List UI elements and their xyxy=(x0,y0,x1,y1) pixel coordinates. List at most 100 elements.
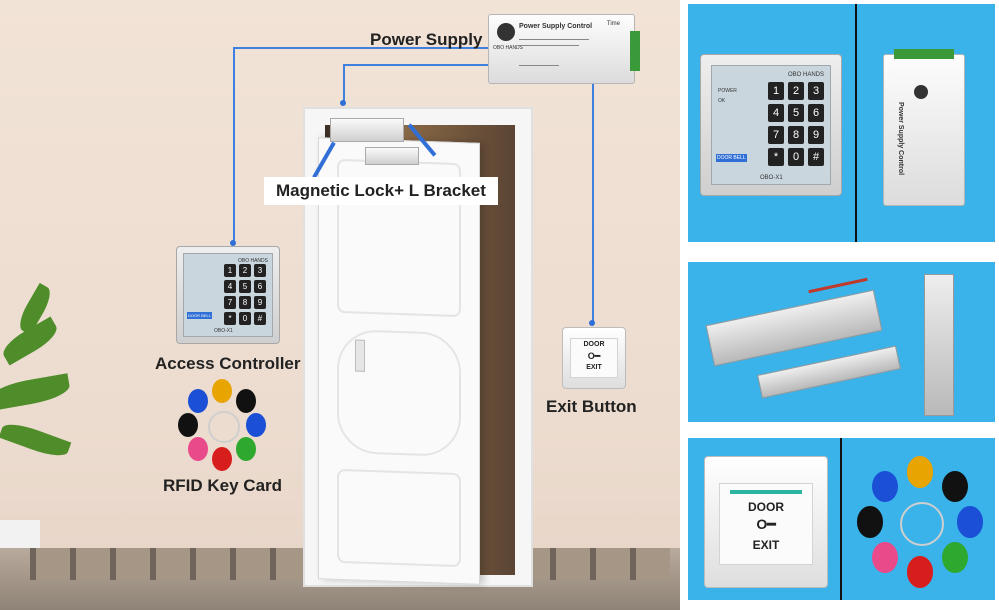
wire-exit xyxy=(592,82,594,324)
power-indicator: POWER xyxy=(718,88,737,94)
psu-title: Power Supply Control xyxy=(519,23,593,30)
panel-divider xyxy=(855,4,857,242)
rfid-fob xyxy=(187,437,208,462)
doorbell-label: DOOR BELL xyxy=(716,154,747,162)
rfid-fob xyxy=(871,541,898,573)
keypad-model: OBO-X1 xyxy=(760,175,783,181)
exit-door-text: DOOR xyxy=(748,500,784,514)
keypad-key: 8 xyxy=(788,126,804,144)
psu-logo xyxy=(914,85,928,99)
l-bracket-closeup xyxy=(924,274,954,416)
rfid-fob xyxy=(907,456,933,488)
rfid-fob xyxy=(942,541,969,573)
psu-time: Time xyxy=(606,21,620,27)
keypad-brand: OBO HANDS xyxy=(237,258,268,264)
keypad-key: 1 xyxy=(768,82,784,100)
psu-text-line xyxy=(519,39,589,40)
rfid-fob xyxy=(236,388,257,413)
magnetic-lock-panel xyxy=(688,262,995,422)
armature-plate xyxy=(365,147,419,165)
power-supply-unit: Power Supply Control OBO HANDS Time xyxy=(488,14,640,84)
keypad-key: 3 xyxy=(254,264,266,277)
keypad-key: 5 xyxy=(239,280,251,293)
plant-leaf xyxy=(0,373,72,411)
psu-title: Power Supply Control xyxy=(897,101,905,176)
access-controller-label: Access Controller xyxy=(155,354,301,373)
keypad-key: 4 xyxy=(768,104,784,122)
keypad-key: 7 xyxy=(768,126,784,144)
rfid-fob xyxy=(178,413,198,437)
exit-door-text: DOOR xyxy=(583,341,605,348)
door-panel xyxy=(337,468,461,568)
armature-plate-closeup xyxy=(757,345,901,399)
power-supply-label: Power Supply xyxy=(370,30,483,49)
keypad-key: * xyxy=(768,148,784,166)
rfid-fob xyxy=(212,379,232,403)
keypad-key: # xyxy=(254,312,266,325)
keypad-key: * xyxy=(224,312,236,325)
key-icon: O━ xyxy=(756,516,776,532)
panel-divider xyxy=(840,438,842,600)
rfid-fob xyxy=(236,437,257,462)
rfid-key-card-label: RFID Key Card xyxy=(163,476,283,495)
psu-brand: OBO HANDS xyxy=(493,45,524,51)
keypad-model: OBO-X1 xyxy=(214,328,233,334)
exit-button-face: DOOR O━ EXIT xyxy=(570,338,618,378)
ok-indicator: OK xyxy=(718,98,726,104)
rfid-fob xyxy=(942,471,969,503)
keypad-key: 3 xyxy=(808,82,824,100)
wire-lock-top xyxy=(343,64,488,66)
psu-logo xyxy=(497,23,515,41)
exit-button-device: DOOR O━ EXIT xyxy=(562,327,626,389)
magnetic-lock xyxy=(330,118,404,142)
terminal-block xyxy=(630,31,640,71)
exit-and-fobs-panel: DOOR O━ EXIT xyxy=(688,438,995,600)
keypad-key: 0 xyxy=(239,312,251,325)
wire-endpoint xyxy=(589,320,595,326)
magnetic-lock-label: Magnetic Lock+ L Bracket xyxy=(264,177,498,205)
rfid-fob xyxy=(187,388,208,413)
key-ring xyxy=(900,502,944,546)
keypad-key: 6 xyxy=(254,280,266,293)
keypad-key: 9 xyxy=(254,296,266,309)
wire-lock xyxy=(343,64,345,104)
keypad-key: 0 xyxy=(788,148,804,166)
exit-button-face: DOOR O━ EXIT xyxy=(719,483,813,565)
rfid-fob xyxy=(857,506,883,538)
plant-leaf xyxy=(0,418,72,462)
lock-cable xyxy=(808,277,868,294)
wire-endpoint xyxy=(230,240,236,246)
keypad-key: 7 xyxy=(224,296,236,309)
keypad-key: 1 xyxy=(224,264,236,277)
exit-indicator-bar xyxy=(730,490,802,494)
key-ring xyxy=(208,411,240,443)
rfid-fobs-closeup xyxy=(850,454,990,594)
terminal-block xyxy=(894,49,954,59)
keypad-key: 5 xyxy=(788,104,804,122)
power-supply-closeup: Power Supply Control xyxy=(883,49,965,206)
psu-text-line xyxy=(519,45,579,46)
rfid-fob xyxy=(246,413,266,437)
rfid-fob xyxy=(871,471,898,503)
rfid-fobs xyxy=(172,379,272,471)
keypad-key: # xyxy=(808,148,824,166)
keypad-key: 9 xyxy=(808,126,824,144)
key-icon: O━ xyxy=(587,351,601,361)
keypad-key: 2 xyxy=(239,264,251,277)
psu-text-line xyxy=(519,65,559,66)
exit-button-closeup: DOOR O━ EXIT xyxy=(704,456,828,588)
wire-keypad xyxy=(233,47,235,245)
keypad-brand: OBO HANDS xyxy=(787,72,824,78)
wire-endpoint xyxy=(340,100,346,106)
doorbell-label: DOOR BELL xyxy=(187,312,212,319)
exit-button-label: Exit Button xyxy=(546,397,637,416)
rfid-fob xyxy=(957,506,983,538)
keypad-key: 2 xyxy=(788,82,804,100)
keypad-key: 4 xyxy=(224,280,236,293)
wire-psu-top xyxy=(233,47,488,49)
